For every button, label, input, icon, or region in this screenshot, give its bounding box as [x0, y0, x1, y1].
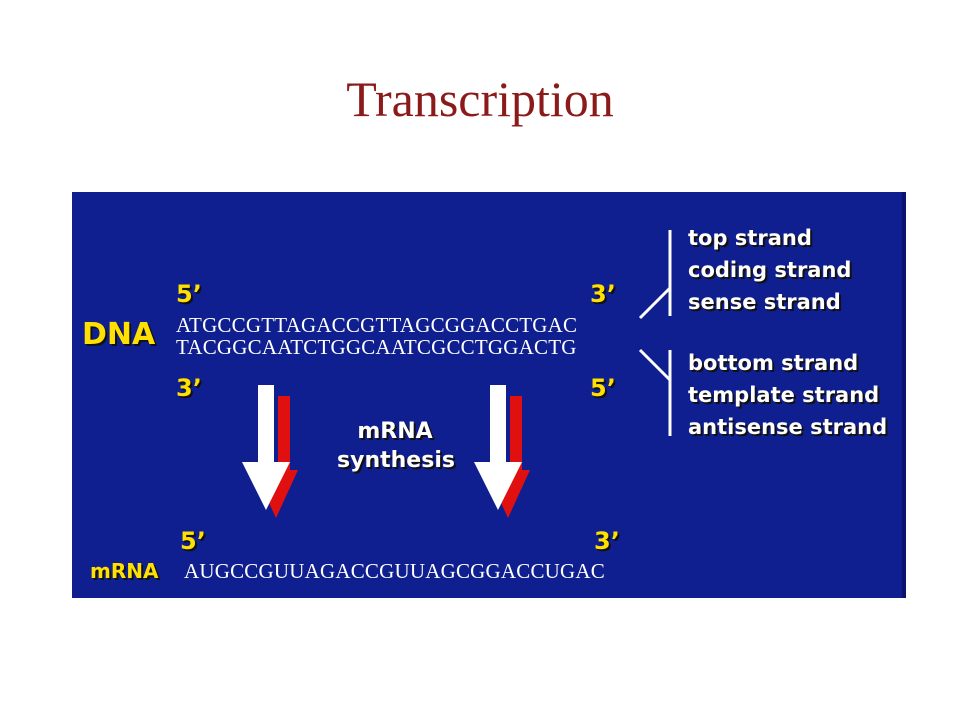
transcription-diagram: DNA 5’ 3’ ATGCCGTTAGACCGTTAGCGGACCTGAC T… [72, 192, 906, 598]
panel-edge [902, 192, 906, 598]
dna-top-3prime-label: 3’ [590, 280, 616, 308]
strand-name-antisense: antisense strand [688, 415, 888, 439]
left-down-arrow [242, 385, 298, 518]
diagram-graphics [242, 230, 672, 518]
mrna-synthesis-line2: synthesis [337, 448, 455, 473]
dna-bottom-sequence: TACGGCAATCTGGCAATCGCCTGGACTG [176, 335, 577, 359]
right-down-arrow [474, 385, 530, 518]
strand-name-coding: coding strand [688, 258, 852, 282]
slide-title: Transcription [346, 71, 614, 127]
strand-name-top: top strand [688, 226, 812, 250]
dna-bottom-5prime-label: 5’ [590, 374, 616, 402]
mrna-5prime-label: 5’ [180, 527, 206, 555]
dna-top-5prime-label: 5’ [176, 280, 202, 308]
mrna-3prime-label: 3’ [594, 527, 620, 555]
strand-name-bottom: bottom strand [688, 351, 859, 375]
dna-bottom-3prime-label: 3’ [176, 374, 202, 402]
mrna-label: mRNA [90, 559, 159, 583]
top-strand-bracket [638, 230, 672, 320]
strand-name-template: template strand [688, 383, 880, 407]
dna-top-sequence: ATGCCGTTAGACCGTTAGCGGACCTGAC [176, 313, 578, 337]
strand-name-sense: sense strand [688, 290, 841, 314]
mrna-synthesis-line1: mRNA [357, 419, 433, 444]
mrna-sequence: AUGCCGUUAGACCGUUAGCGGACCUGAC [184, 559, 605, 583]
dna-label: DNA [82, 317, 156, 352]
bottom-strand-bracket [638, 348, 672, 436]
